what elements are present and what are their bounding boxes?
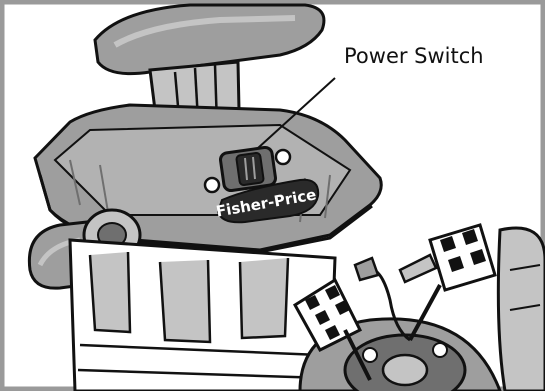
lower-body [70,240,335,391]
power-switch-label: Power Switch [344,44,484,68]
right-edge-panel [498,228,545,391]
